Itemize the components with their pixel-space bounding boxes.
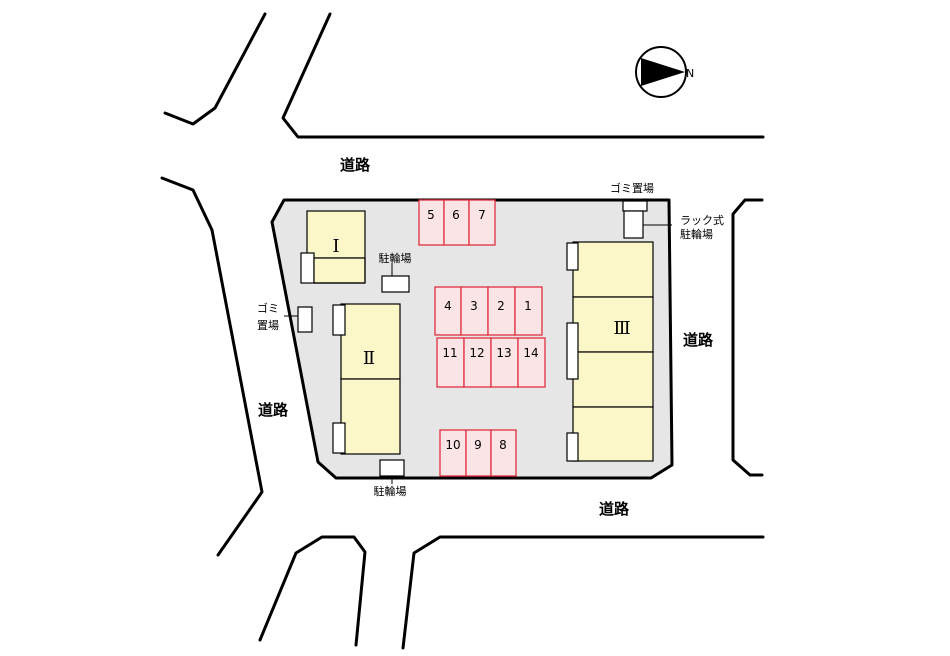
rack-bike-box xyxy=(623,210,644,239)
rack-bike-label-line1: ラック式 xyxy=(680,214,724,227)
road-edge-top-left xyxy=(163,12,267,126)
svg-text:9: 9 xyxy=(474,438,482,452)
compass-arrow xyxy=(641,58,685,86)
svg-text:3: 3 xyxy=(470,299,478,313)
rack-bike-label-line2: 駐輪場 xyxy=(680,227,713,241)
building-3-entrance-2 xyxy=(566,322,579,380)
garbage-box-left xyxy=(297,306,313,333)
svg-text:11: 11 xyxy=(442,346,457,360)
facility-boxes xyxy=(297,200,648,477)
bike-parking-label-bottom: 駐輪場 xyxy=(374,484,407,498)
garbage-box-top-right xyxy=(622,200,648,212)
road-edge-bottom-right xyxy=(401,535,765,650)
svg-text:14: 14 xyxy=(523,346,538,360)
road-edge-bottom-left xyxy=(258,535,367,647)
garbage-label-left-line2: 置場 xyxy=(257,319,279,332)
garbage-label-top-right: ゴミ置場 xyxy=(610,181,654,195)
road-edge-right xyxy=(731,198,764,477)
svg-text:2: 2 xyxy=(497,299,505,313)
road-label-bottom: 道路 xyxy=(599,500,630,518)
building-2: Ⅱ xyxy=(332,303,401,455)
parking-space-1: 1 xyxy=(514,286,543,336)
svg-text:6: 6 xyxy=(452,208,460,222)
bike-box-bottom xyxy=(379,459,405,477)
parking-space-3: 3 xyxy=(460,286,489,336)
garbage-label-left-line1: ゴミ xyxy=(257,301,279,315)
parking-space-12: 12 xyxy=(463,337,492,388)
leader-lines xyxy=(284,224,672,484)
road-lines xyxy=(160,12,765,650)
bike-box-mid xyxy=(381,275,410,293)
parking-space-13: 13 xyxy=(490,337,519,388)
svg-text:1: 1 xyxy=(524,299,532,313)
parking-space-4: 4 xyxy=(434,286,462,336)
svg-text:7: 7 xyxy=(478,208,486,222)
road-label-left: 道路 xyxy=(258,401,289,419)
building-3-entrance-1 xyxy=(566,242,579,271)
building-2-entrance-bottom xyxy=(332,422,346,454)
parking-space-8: 8 xyxy=(490,429,517,477)
compass: N xyxy=(635,46,694,98)
parking-space-2: 2 xyxy=(487,286,516,336)
building-2-entrance-top xyxy=(332,304,346,336)
parking-space-5: 5 xyxy=(418,199,445,246)
compass-north-label: N xyxy=(686,67,694,80)
road-edge-left xyxy=(160,176,264,557)
parking-space-6: 6 xyxy=(443,199,470,246)
building-1-entrance xyxy=(300,252,315,284)
parking-space-11: 11 xyxy=(436,337,465,388)
svg-text:10: 10 xyxy=(445,438,460,452)
building-3-label: Ⅲ xyxy=(613,318,630,339)
parking-space-14: 14 xyxy=(517,337,546,388)
parking-space-7: 7 xyxy=(468,199,496,246)
parking-space-10: 10 xyxy=(439,429,467,477)
building-1: Ⅰ xyxy=(300,210,366,284)
svg-text:8: 8 xyxy=(499,438,507,452)
bike-parking-label-mid: 駐輪場 xyxy=(379,251,412,265)
svg-text:4: 4 xyxy=(444,299,452,313)
parking-spaces: 5 6 7 4 3 2 1 11 xyxy=(418,199,546,477)
building-1-label: Ⅰ xyxy=(332,236,339,257)
parking-space-9: 9 xyxy=(465,429,492,477)
building-2-label: Ⅱ xyxy=(363,348,375,369)
road-label-right: 道路 xyxy=(683,331,714,349)
road-edge-top xyxy=(281,12,765,139)
road-label-top: 道路 xyxy=(340,156,371,174)
building-3: Ⅲ xyxy=(566,241,654,462)
building-3-entrance-3 xyxy=(566,432,579,462)
svg-text:5: 5 xyxy=(427,208,435,222)
svg-text:13: 13 xyxy=(496,346,511,360)
svg-text:12: 12 xyxy=(469,346,484,360)
